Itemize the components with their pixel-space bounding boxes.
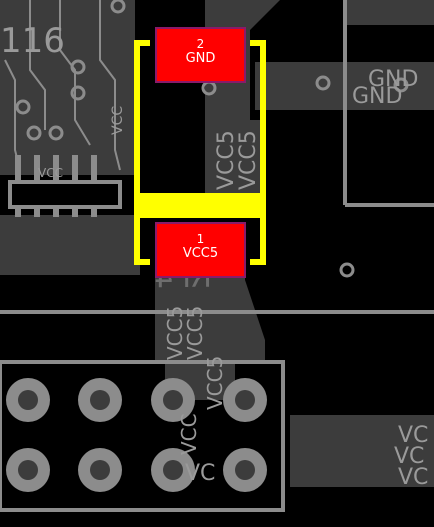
ic-pins (15, 155, 97, 217)
via (393, 77, 409, 93)
net-label-gnd-b: GND (352, 84, 402, 109)
via (26, 125, 42, 141)
silk-header-outline (0, 360, 285, 512)
net-label-vcc5-c: VCC5 (163, 306, 187, 360)
via (15, 99, 31, 115)
component-courtyard[interactable] (134, 40, 266, 265)
net-label-vcc-left: VCC (110, 106, 126, 135)
header-pads (6, 378, 267, 492)
smd-pad-1[interactable]: 1 VCC5 (155, 222, 246, 278)
designator-top: 116 (0, 21, 65, 61)
vias (15, 0, 409, 278)
copper-trace-left (0, 215, 140, 275)
courtyard-left (134, 40, 150, 265)
silkscreen-layer (0, 0, 434, 512)
copper-trace-mid (205, 120, 265, 195)
net-label-vcc5-b: VCC5 (236, 130, 261, 190)
via (339, 262, 355, 278)
courtyard-band (137, 193, 263, 218)
via (70, 85, 86, 101)
via (48, 125, 64, 141)
copper-trace-down (155, 275, 245, 360)
pad-net: VCC5 (182, 246, 219, 261)
via (110, 0, 126, 14)
net-label-gnd-a: GND (368, 67, 418, 92)
net-label-vcc-header: VC (185, 461, 215, 486)
pad-number: 2 (196, 37, 205, 51)
via (70, 59, 86, 75)
copper-pour-left (0, 0, 135, 175)
silk-ic-outline (8, 180, 122, 209)
pad-net: GND (185, 51, 216, 66)
copper-pour-topright (345, 0, 434, 25)
copper-trace-bend (245, 280, 265, 360)
net-labels: 116 RP4 VCC GND GND VC VC VC VC VCC5 VCC… (0, 21, 428, 490)
ic-net-label: VCC (38, 166, 63, 180)
net-label-vcc5-a: VCC5 (214, 130, 239, 190)
copper-trace-right (290, 415, 434, 487)
net-label-vcc-a: VC (398, 423, 428, 448)
net-label-vcc5-d: VCC5 (183, 306, 207, 360)
net-label-vcc-c: VC (398, 465, 428, 490)
copper-layer (0, 0, 434, 487)
net-label-vcc-b: VC (394, 444, 424, 469)
net-label-vcc-f: VCC (177, 413, 201, 455)
net-label-vcc5-e: VCC5 (203, 356, 227, 410)
pad-number: 1 (196, 232, 205, 246)
via (315, 75, 331, 91)
courtyard-right (250, 40, 266, 265)
smd-pad-2[interactable]: 2 GND (155, 27, 246, 83)
